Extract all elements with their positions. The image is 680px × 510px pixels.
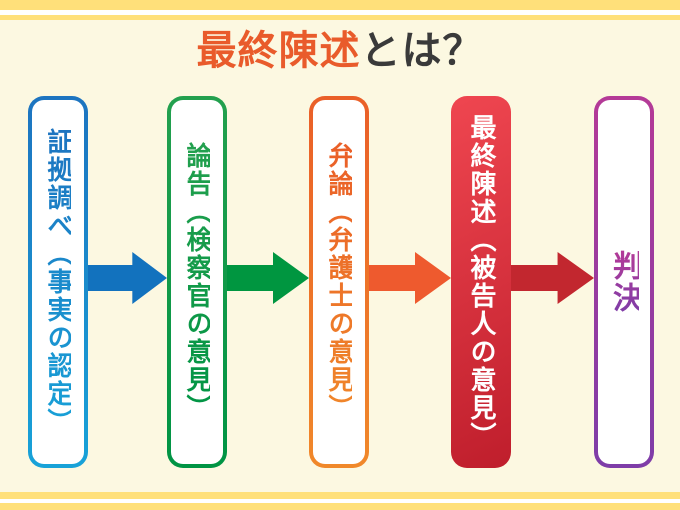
flow-step-prosecution-closing-label: 論告（検察官の意見） [182,142,212,422]
arrow-right-icon [511,252,594,304]
flow-step-evidence-label: 証拠調べ（事実の認定） [43,128,73,436]
arrow-right-icon [88,252,167,304]
flow-step-prosecution-closing: 論告（検察官の意見） [167,96,227,468]
page-title: 最終陳述とは？ [0,28,680,74]
flow-step-verdict-body: 判決 [598,100,650,464]
title-highlight: 最終陳述 [196,28,361,74]
bottom-border-stripe [0,503,680,510]
flow-step-defense-closing-body: 弁論（弁護士の意見） [313,100,365,464]
title-suffix: とは？ [360,28,484,74]
arrow-right-icon [227,252,309,304]
flow-step-verdict-label: 判決 [607,250,642,314]
flow-step-defense-closing: 弁論（弁護士の意見） [309,96,369,468]
flow-step-defense-closing-label: 弁論（弁護士の意見） [324,142,354,422]
top-border-stripe-inner [0,15,680,20]
top-border-stripe [0,0,680,10]
top-border-stripe-gap [0,10,680,15]
flow-step-final-statement-label: 最終陳述（被告人の意見） [466,114,496,450]
flow-step-final-statement-body: 最終陳述（被告人の意見） [455,100,507,464]
flow-step-verdict: 判決 [594,96,654,468]
flow-step-evidence-body: 証拠調べ（事実の認定） [32,100,84,464]
flow-step-evidence: 証拠調べ（事実の認定） [28,96,88,468]
bottom-border-stripe-gap [0,499,680,503]
arrow-right-icon [369,252,451,304]
flow-step-final-statement: 最終陳述（被告人の意見） [451,96,511,468]
bottom-border-stripe-inner [0,492,680,499]
flow-step-prosecution-closing-body: 論告（検察官の意見） [171,100,223,464]
